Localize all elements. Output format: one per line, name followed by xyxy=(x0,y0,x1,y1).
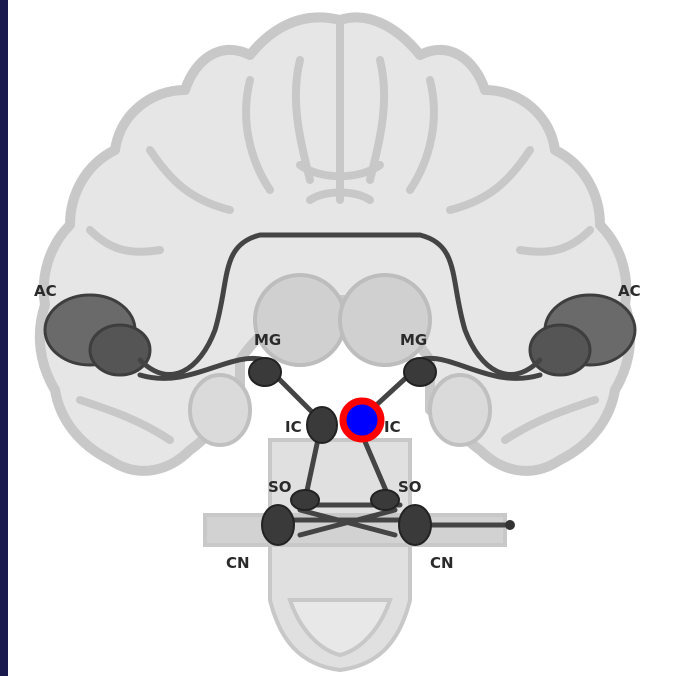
cn-left-nucleus xyxy=(262,505,294,545)
label-ac-right: AC xyxy=(618,282,641,300)
so-left-nucleus xyxy=(291,490,319,510)
midbrain xyxy=(190,375,490,445)
cn-right-nucleus xyxy=(399,505,431,545)
so-right-nucleus xyxy=(371,490,399,510)
label-ic-left: IC xyxy=(285,418,302,436)
label-mg-right: MG xyxy=(400,331,427,349)
label-mg-left: MG xyxy=(254,331,281,349)
label-cn-right: CN xyxy=(430,554,454,572)
label-so-left: SO xyxy=(268,478,292,496)
ic-left-nucleus xyxy=(307,407,337,443)
label-cn-left: CN xyxy=(226,554,250,572)
highlight-marker[interactable] xyxy=(343,401,381,439)
cochlear-input-dot xyxy=(505,520,515,530)
brainstem xyxy=(205,440,505,670)
mg-right-nucleus xyxy=(404,358,436,386)
label-so-right: SO xyxy=(398,478,422,496)
label-ic-right: IC xyxy=(384,418,401,436)
mg-left-nucleus xyxy=(249,358,281,386)
label-ac-left: AC xyxy=(34,282,57,300)
cortex-outline xyxy=(40,17,630,471)
cortex xyxy=(40,17,630,471)
